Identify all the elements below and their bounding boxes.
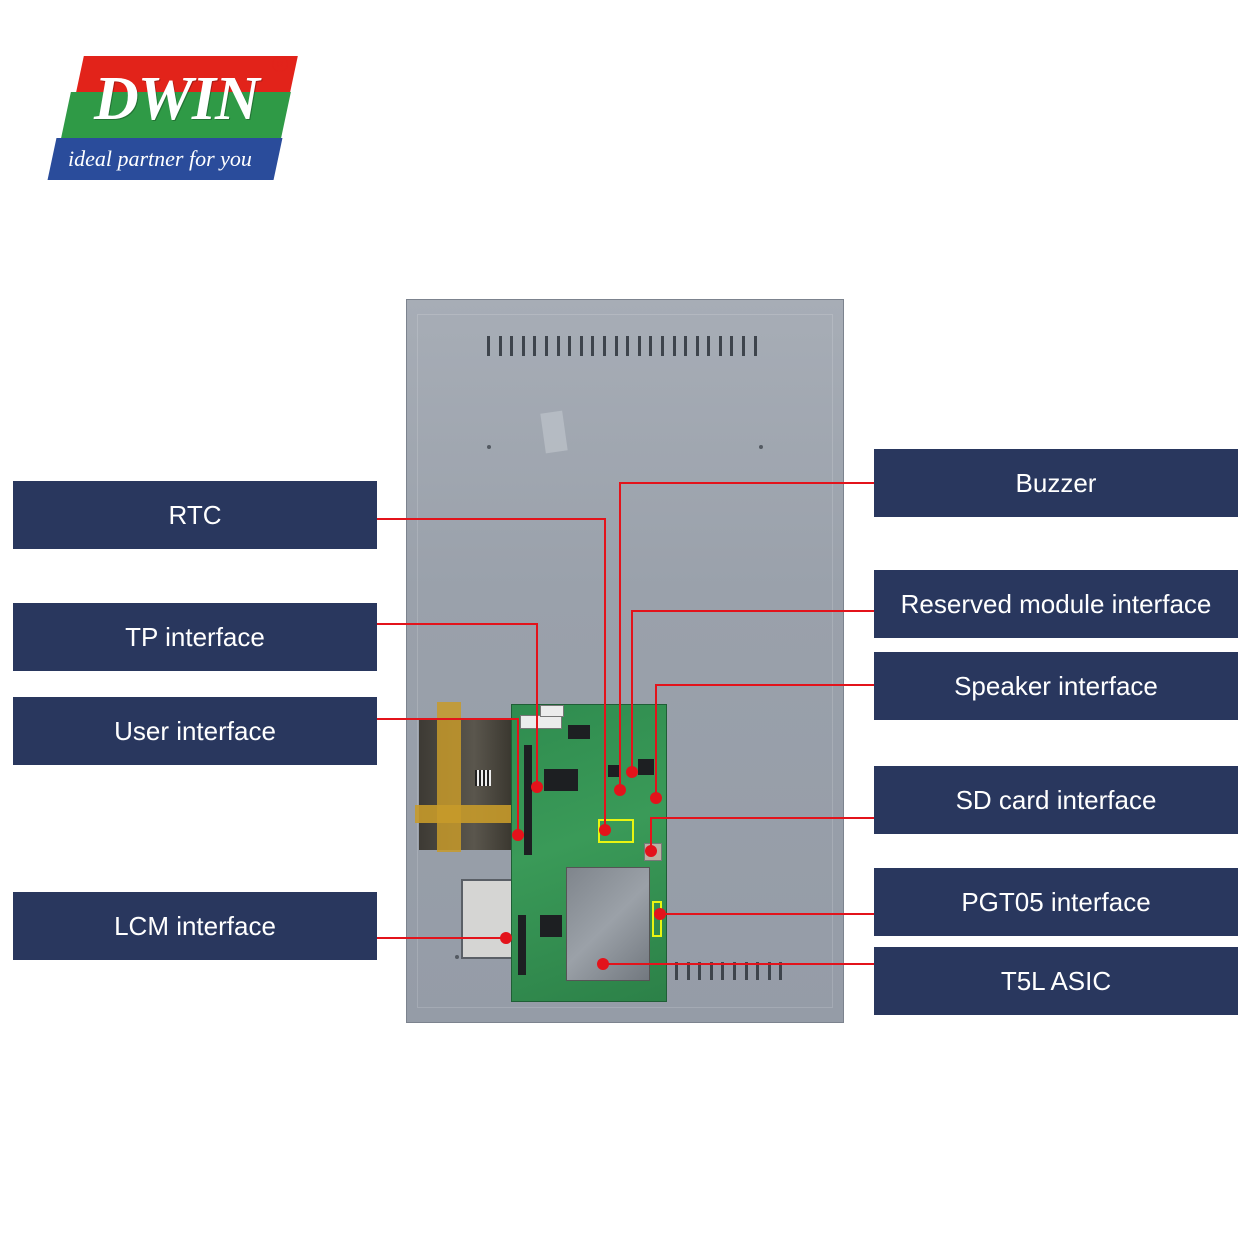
- bottom-vent-slots: [675, 962, 783, 980]
- reserved-module-marker-dot: [626, 766, 638, 778]
- user-interface-marker-dot: [512, 829, 524, 841]
- tp-interface-marker-dot: [531, 781, 543, 793]
- label-rtc: RTC: [13, 481, 377, 549]
- qr-code-sticker: [475, 770, 491, 786]
- registered-trademark-icon: R: [272, 56, 288, 72]
- rtc-leader-line: [377, 518, 606, 830]
- label-lcm-interface: LCM interface: [13, 892, 377, 960]
- label-pgt05-interface: PGT05 interface: [874, 868, 1238, 936]
- lcm-connector: [518, 915, 526, 975]
- label-reserved-module-interface: Reserved module interface: [874, 570, 1238, 638]
- board-chip: [638, 759, 654, 775]
- label-speaker-interface: Speaker interface: [874, 652, 1238, 720]
- board-chip: [608, 765, 620, 777]
- tp-interface-leader-line: [377, 623, 538, 787]
- screw-icon: [487, 445, 491, 449]
- label-sd-card-interface: SD card interface: [874, 766, 1238, 834]
- board-chip: [544, 769, 578, 791]
- board-chip: [540, 915, 562, 937]
- screw-icon: [759, 445, 763, 449]
- kapton-tape: [437, 702, 461, 852]
- lcm-ribbon-cable: [461, 879, 517, 959]
- label-t5l-asic: T5L ASIC: [874, 947, 1238, 1015]
- speaker-interface-leader-line: [655, 684, 874, 798]
- lcm-interface-marker-dot: [500, 932, 512, 944]
- board-chip: [568, 725, 590, 739]
- tp-connector: [524, 745, 532, 855]
- sd-card-leader-line: [650, 817, 874, 851]
- reserved-module-leader-line: [631, 610, 874, 772]
- buzzer-leader-line: [619, 482, 874, 790]
- user-interface-leader-line: [377, 718, 519, 835]
- speaker-interface-marker-dot: [650, 792, 662, 804]
- rtc-highlight-box: [598, 819, 634, 843]
- label-tp-interface: TP interface: [13, 603, 377, 671]
- kapton-tape: [415, 805, 511, 823]
- t5l-asic-marker-dot: [597, 958, 609, 970]
- dwin-logo: DWIN ideal partner for you R: [47, 52, 298, 184]
- device-back-panel: [406, 299, 844, 1023]
- label-user-interface: User interface: [13, 697, 377, 765]
- buzzer-marker-dot: [614, 784, 626, 796]
- flex-cable: [419, 720, 511, 850]
- screw-icon: [455, 955, 459, 959]
- logo-tagline: ideal partner for you: [68, 146, 252, 171]
- rtc-marker-dot: [599, 824, 611, 836]
- panel-frame: [417, 314, 833, 1008]
- pgt05-marker-dot: [654, 908, 666, 920]
- board-connector: [540, 705, 564, 717]
- label-buzzer: Buzzer: [874, 449, 1238, 517]
- logo-wordmark: DWIN: [94, 65, 260, 133]
- top-vent-slots: [487, 336, 757, 356]
- sd-card-marker-dot: [645, 845, 657, 857]
